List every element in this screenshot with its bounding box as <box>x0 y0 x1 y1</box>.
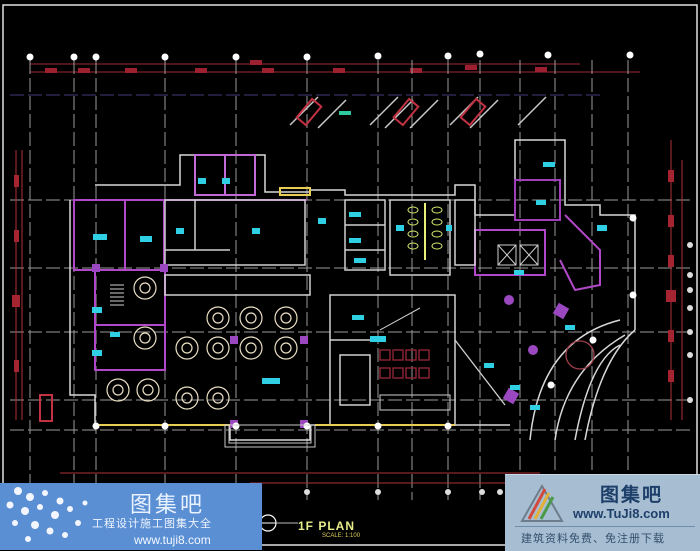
watermark-right-url[interactable]: www.TuJi8.com <box>573 506 670 521</box>
left-dimension-tags <box>12 175 20 372</box>
drawing-frame <box>2 4 698 546</box>
watermark-right: 图集吧 www.TuJi8.com 建筑资料免费、免注册下载 <box>505 474 700 551</box>
structural-columns <box>92 264 570 428</box>
grid-bubbles-top <box>26 50 634 61</box>
watermark-divider <box>515 526 695 527</box>
watermark-left: 图集吧 工程设计施工图集大全 www.tuji8.com <box>0 483 262 550</box>
watermark-left-url[interactable]: www.tuji8.com <box>134 533 211 547</box>
plan-title: 1F PLAN <box>298 519 356 533</box>
bar-counter <box>379 307 451 411</box>
bottom-grid-bubbles <box>304 489 503 495</box>
elevators <box>497 244 539 266</box>
restroom-fixtures <box>407 203 443 260</box>
parked-cars <box>39 97 487 422</box>
bottom-dimension-lines <box>60 472 540 484</box>
plan-scale: SCALE: 1:100 <box>322 533 361 539</box>
parking-tag <box>339 111 351 115</box>
watermark-left-subtitle: 工程设计施工图集大全 <box>92 517 212 530</box>
watermark-right-slogan: 建筑资料免费、免注册下载 <box>521 532 665 545</box>
grid-bubbles-right <box>687 242 693 403</box>
column-markers-white <box>92 214 637 430</box>
stairs <box>110 284 124 306</box>
left-dimension-lines <box>15 150 23 420</box>
entrance-canopy <box>224 424 316 448</box>
lounge-seating <box>379 339 595 406</box>
tuji8-logo-icon <box>520 483 564 522</box>
top-dimension-tags <box>45 60 547 73</box>
room-tags <box>92 162 607 410</box>
round-tables <box>106 276 298 410</box>
right-dimension-tags <box>666 170 676 382</box>
watermark-right-title: 图集吧 <box>600 484 664 506</box>
watermark-left-title: 图集吧 <box>130 493 206 518</box>
blossom-icon <box>6 487 88 542</box>
